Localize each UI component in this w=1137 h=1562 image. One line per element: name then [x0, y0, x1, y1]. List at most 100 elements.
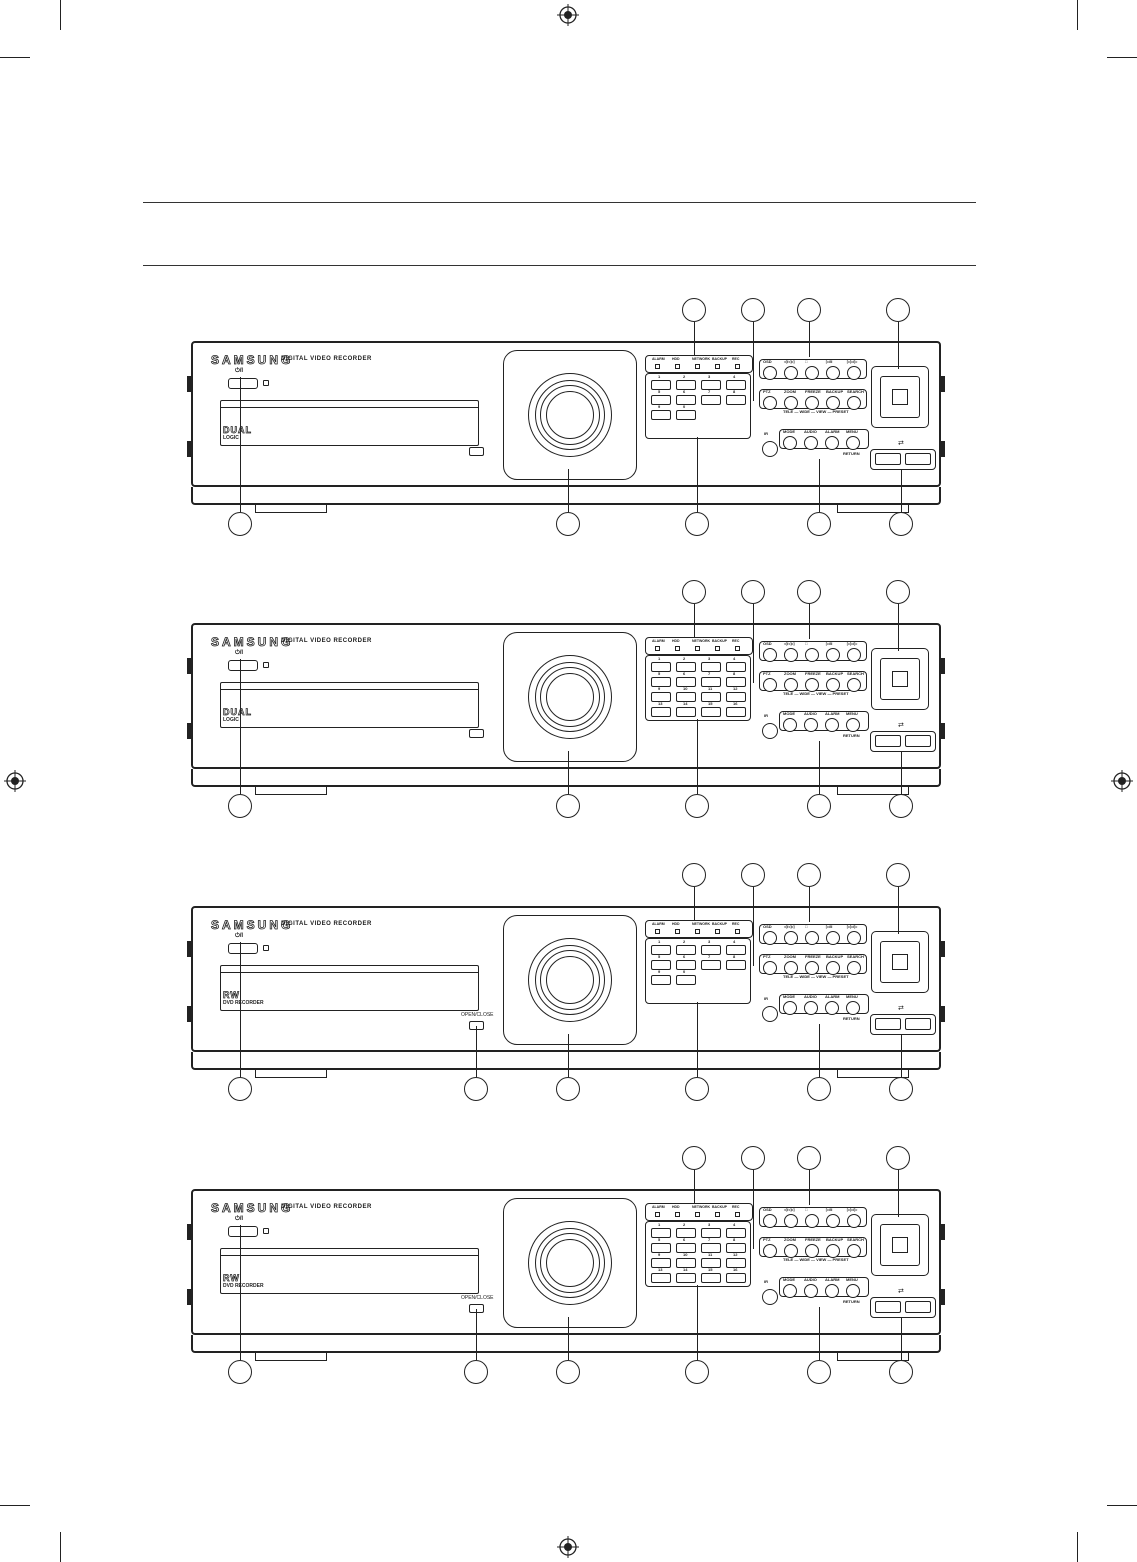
usb-icon: ⇄ [898, 1288, 904, 1295]
callout-leader [819, 741, 821, 794]
keypad-key [726, 707, 746, 717]
callout-leader [697, 1285, 699, 1360]
usb-port [875, 735, 901, 747]
round-button [847, 1244, 861, 1258]
led-label: BACKUP [712, 1205, 727, 1209]
direction-pad-ring [880, 376, 920, 418]
keypad-number: 9 [658, 686, 661, 691]
keypad-key [676, 1258, 696, 1268]
button-label: □ [805, 924, 808, 929]
function-sub-labels: TELE — WIDE — VIEW — PRESET [783, 1257, 849, 1262]
keypad-key [701, 662, 721, 672]
keypad-number: 0 [683, 404, 686, 409]
return-label: RETURN [843, 733, 860, 738]
jog-ring [528, 655, 612, 739]
keypad-number: 12 [733, 686, 738, 691]
keypad-number: 0 [683, 969, 686, 974]
button-label: ZOOM [784, 1237, 796, 1242]
disc-tray [220, 1248, 479, 1294]
callout-leader [697, 437, 699, 512]
button-label: BACKUP [826, 954, 844, 959]
keypad-key [651, 1273, 671, 1283]
led-label: HDD [672, 1205, 680, 1209]
crop-mark [60, 0, 61, 30]
led-label: HDD [672, 639, 680, 643]
brand-logo: SAMSUNG [211, 918, 294, 933]
keypad-number: 9 [658, 969, 661, 974]
round-button [784, 648, 798, 662]
keypad-key [726, 1258, 746, 1268]
callout-marker [797, 863, 821, 887]
button-label: MODE [783, 1277, 795, 1282]
callout-marker [797, 580, 821, 604]
function-sub-labels: TELE — WIDE — VIEW — PRESET [783, 974, 849, 979]
round-button [784, 678, 798, 692]
callout-marker [807, 794, 831, 818]
usb-ports [870, 731, 936, 752]
panel-foot [837, 786, 909, 795]
callout-leader [568, 1317, 570, 1360]
keypad-key [726, 1243, 746, 1253]
callout-marker [556, 512, 580, 536]
callout-leader [898, 604, 900, 651]
eject-label: OPEN/CLOSE [461, 1012, 494, 1018]
round-button [826, 396, 840, 410]
callout-leader [240, 1225, 242, 1360]
keypad-number: 10 [683, 686, 688, 691]
keypad-key [726, 677, 746, 687]
side-clip [187, 376, 191, 392]
callout-marker [228, 1077, 252, 1101]
round-button [826, 678, 840, 692]
keypad-number: 4 [733, 939, 736, 944]
status-led [735, 646, 740, 651]
panel-base [191, 1335, 941, 1353]
callout-leader [753, 1170, 755, 1249]
playback-button-group: OSD◁/◁◁□▷/II▷▷/▷ [759, 924, 867, 945]
header-rule [143, 265, 976, 266]
status-led [735, 929, 740, 934]
disc-tray [220, 682, 479, 728]
jog-ring [535, 1228, 605, 1298]
keypad-key [676, 1243, 696, 1253]
button-label: ◁/◁◁ [784, 924, 795, 929]
keypad-number: 8 [733, 671, 736, 676]
callout-marker [807, 1077, 831, 1101]
button-label: □ [805, 359, 808, 364]
keypad-number: 8 [733, 389, 736, 394]
keypad-number: 5 [658, 671, 661, 676]
usb-port [875, 1301, 901, 1313]
keypad-number: 1 [658, 1222, 661, 1227]
panel-base [191, 769, 941, 787]
status-led [655, 929, 660, 934]
direction-pad [871, 648, 929, 710]
round-button [763, 648, 777, 662]
button-label: ▷/II [826, 641, 833, 646]
callout-marker [797, 298, 821, 322]
button-label: ▷▷/▷ [847, 359, 858, 364]
side-clip [941, 1289, 945, 1305]
callout-leader [753, 604, 755, 683]
keypad-number: 13 [658, 1267, 663, 1272]
round-button [847, 396, 861, 410]
round-button [805, 648, 819, 662]
callout-marker [685, 794, 709, 818]
keypad-number: 4 [733, 656, 736, 661]
keypad-key [701, 1228, 721, 1238]
round-button [825, 1284, 839, 1298]
keypad-number: 16 [733, 1267, 738, 1272]
keypad-key [676, 1228, 696, 1238]
button-label: FREEZE [805, 671, 821, 676]
callout-marker [807, 512, 831, 536]
usb-icon: ⇄ [898, 1005, 904, 1012]
button-label: FREEZE [805, 1237, 821, 1242]
return-label: RETURN [843, 451, 860, 456]
jog-ring [528, 1221, 612, 1305]
callout-leader [694, 604, 696, 638]
side-clip [941, 723, 945, 739]
callout-leader [901, 1317, 903, 1360]
usb-icon: ⇄ [898, 722, 904, 729]
side-clip [187, 941, 191, 957]
